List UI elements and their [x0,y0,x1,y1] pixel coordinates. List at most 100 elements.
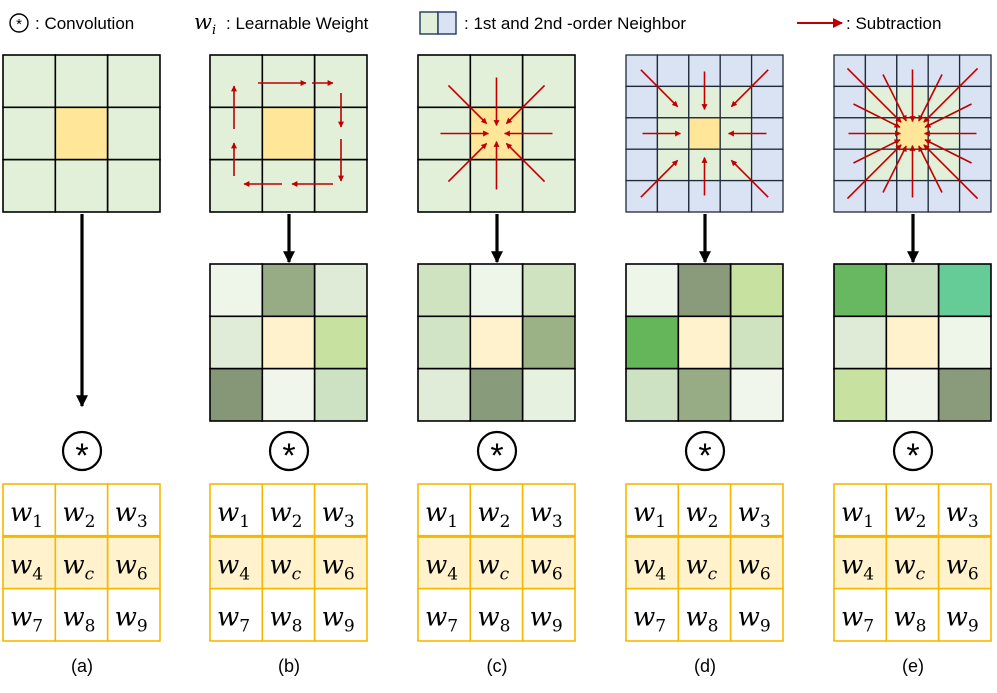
weight-base: w [477,550,499,580]
weight-c: wc [477,550,509,584]
weight-subscript: 4 [32,564,43,584]
weight-subscript: 3 [552,512,563,532]
weight-cell [469,535,524,590]
difference-cell [417,315,472,370]
subtraction-arrow [447,84,488,125]
weight-8: w8 [477,603,510,637]
weight-cell [313,587,368,642]
subtraction-arrow [505,84,546,125]
weight-base: w [530,498,552,528]
weight-cell [261,535,316,590]
convolution-legend-item: * : Convolution [9,13,134,33]
weight-base: w [217,498,239,528]
convolution-operator-icon [476,430,518,472]
input-neighbor-cell [261,54,316,109]
weight-subscript: 1 [863,512,874,532]
input-outer-cell [927,54,961,88]
input-neighbor-cell [54,54,109,109]
difference-cell [729,367,784,422]
weight-8: w8 [269,603,302,637]
weight-cell [106,587,161,642]
convolution-symbol-icon [9,13,29,33]
legend: * : Convolution wi : Learnable Weight : … [9,10,941,38]
input-outer-cell [958,85,992,119]
weight-base: w [10,498,32,528]
difference-cell [729,263,784,318]
input-grid [625,54,784,213]
weight-base: w [115,550,137,580]
weight-2: w2 [685,498,718,532]
weight-base: w [841,498,863,528]
input-grid [209,54,368,213]
input-grid [2,54,161,213]
weight-subscript: 6 [968,564,979,584]
weight-base: w [685,498,707,528]
input-outer-cell [656,54,690,88]
panel-label: (c) [487,656,508,676]
weight-subscript: 8 [708,617,719,637]
subtraction-arrow [846,144,902,200]
difference-cell [885,367,940,422]
convolution-operator-symbol: * [282,437,295,475]
weight-cell [54,483,109,538]
difference-cell [261,263,316,318]
subtraction-arrow [918,74,943,122]
weight-symbol-base: w [194,10,212,34]
weight-subscript: 3 [137,512,148,532]
weight-subscript: 4 [447,564,458,584]
difference-cell [833,315,888,370]
weight-cell [729,535,784,590]
input-outer-cell [656,179,690,213]
weight-6: w6 [322,550,355,584]
weight-subscript: 3 [968,512,979,532]
weight-7: w7 [217,603,250,637]
weight-subscript: 7 [447,617,458,637]
subtraction-arrow [730,69,769,108]
weight-base: w [946,550,968,580]
convolution-operator-symbol: * [490,437,503,475]
weight-subscript: 9 [552,617,563,637]
subtraction-arrow [447,142,488,183]
weight-4: w4 [10,550,43,584]
weight-base: w [841,603,863,633]
weight-base: w [738,603,760,633]
weight-cell [469,483,524,538]
weight-base: w [685,550,707,580]
weight-base: w [62,550,84,580]
input-neighbor-cell [313,158,368,213]
weight-base: w [633,603,655,633]
weight-cell [54,535,109,590]
difference-cell [469,367,524,422]
input-center-cell [261,106,316,161]
weight-base: w [530,603,552,633]
weight-subscript: 6 [137,564,148,584]
weight-base: w [425,603,447,633]
weight-4: w4 [425,550,458,584]
input-outer-cell [625,85,659,119]
input-neighbor-cell [2,158,57,213]
subtraction-arrow [923,67,979,123]
input-center-cell [896,117,929,150]
weight-9: w9 [738,603,771,637]
subtraction-arrow [923,144,979,200]
weight-c: wc [893,550,925,584]
difference-cell [937,367,992,422]
weight-cell [937,587,992,642]
weight-base: w [62,498,84,528]
weight-subscript: 2 [292,512,303,532]
weight-subscript: 9 [760,617,771,637]
weight-label: : Learnable Weight [226,14,369,33]
difference-cell [833,367,888,422]
weight-base: w [893,550,915,580]
difference-cell [209,367,264,422]
difference-grid [417,263,576,422]
weight-subscript: 8 [292,617,303,637]
weight-cell [261,483,316,538]
weight-subscript: 9 [137,617,148,637]
input-neighbor-cell [2,54,57,109]
weight-9: w9 [322,603,355,637]
